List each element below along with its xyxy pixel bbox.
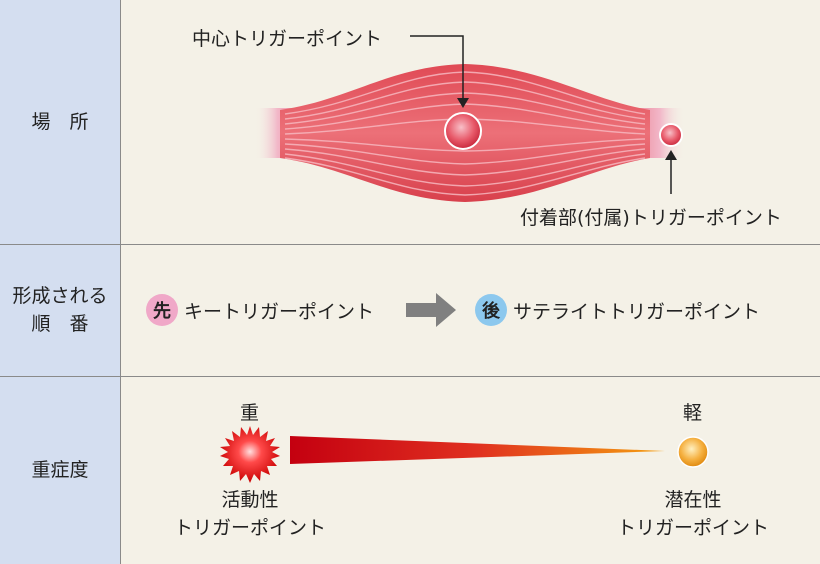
key-trigger-point-label: キートリガーポイント — [184, 301, 375, 323]
heavy-label: 重 — [240, 402, 260, 424]
satellite-trigger-point-label: サテライトトリガーポイント — [513, 301, 761, 323]
severity-panel: 重 軽 活動性 トリガーポイント 潜在性 トリガーポイント — [120, 376, 820, 564]
location-panel: 中心トリガーポイント 付着部(付属)トリガーポイント — [120, 0, 820, 244]
first-badge: 先 — [146, 294, 178, 326]
row-label-formation-order: 形成される 順 番 — [0, 244, 120, 376]
latent-label-line2: トリガーポイント — [616, 517, 769, 539]
light-label: 軽 — [683, 402, 703, 424]
attachment-trigger-point-label: 付着部(付属)トリガーポイント — [520, 207, 782, 229]
row-divider-1 — [0, 244, 820, 245]
second-badge: 後 — [475, 294, 507, 326]
active-trigger-point-label: 活動性 トリガーポイント — [160, 486, 340, 542]
order-panel: 先 キートリガーポイント 後 サテライトトリガーポイント — [120, 244, 820, 376]
attachment-trigger-point — [659, 123, 683, 147]
muscle-illustration — [255, 35, 685, 202]
central-arrow-line — [410, 35, 464, 100]
latent-trigger-point-label: 潜在性 トリガーポイント — [603, 486, 783, 542]
active-label-line2: トリガーポイント — [173, 517, 326, 539]
severity-wedge — [290, 436, 665, 464]
central-arrowhead — [457, 98, 469, 108]
active-trigger-point-icon — [220, 426, 280, 483]
row-label-order-line1: 形成される — [12, 285, 108, 307]
column-divider — [120, 0, 121, 564]
row-label-order-line2: 順 番 — [31, 313, 89, 335]
order-arrow-icon — [406, 293, 456, 327]
latent-trigger-point-icon — [677, 436, 709, 468]
central-trigger-point — [444, 112, 482, 150]
row-label-severity: 重症度 — [0, 376, 120, 564]
row-label-severity-text: 重症度 — [31, 459, 89, 481]
row-divider-2 — [0, 376, 820, 377]
row-label-location-text: 場 所 — [31, 111, 89, 133]
severity-scale — [220, 426, 709, 483]
latent-label-line1: 潜在性 — [664, 489, 722, 511]
row-label-location: 場 所 — [0, 0, 120, 244]
central-trigger-point-label: 中心トリガーポイント — [192, 28, 383, 50]
active-label-line1: 活動性 — [221, 489, 279, 511]
attachment-arrowhead — [665, 150, 677, 160]
